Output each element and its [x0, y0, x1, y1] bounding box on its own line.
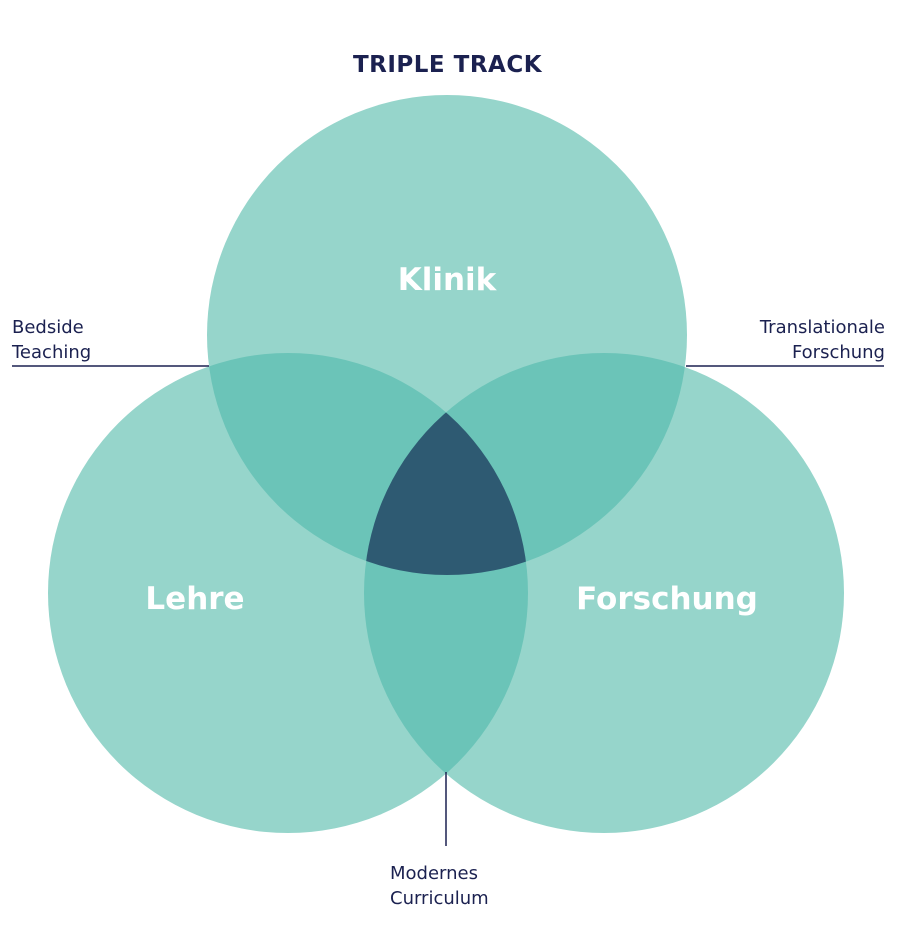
annotation-line: Modernes [390, 863, 478, 884]
label-forschung: Forschung [576, 581, 758, 617]
annotation-modernes-curriculum: Modernes Curriculum [390, 861, 489, 911]
annotation-line: Curriculum [390, 888, 489, 909]
overlap-center [364, 353, 528, 575]
annotation-line: Forschung [791, 342, 885, 363]
annotation-line: Bedside [12, 317, 84, 338]
annotation-line: Translationale [759, 317, 885, 338]
label-klinik: Klinik [397, 262, 497, 298]
label-lehre: Lehre [145, 581, 245, 617]
annotation-translationale-forschung: Translationale Forschung [760, 315, 885, 365]
annotation-bedside-teaching: Bedside Teaching [12, 315, 91, 365]
diagram-title: TRIPLE TRACK [352, 52, 543, 78]
annotation-line: Teaching [12, 342, 92, 363]
